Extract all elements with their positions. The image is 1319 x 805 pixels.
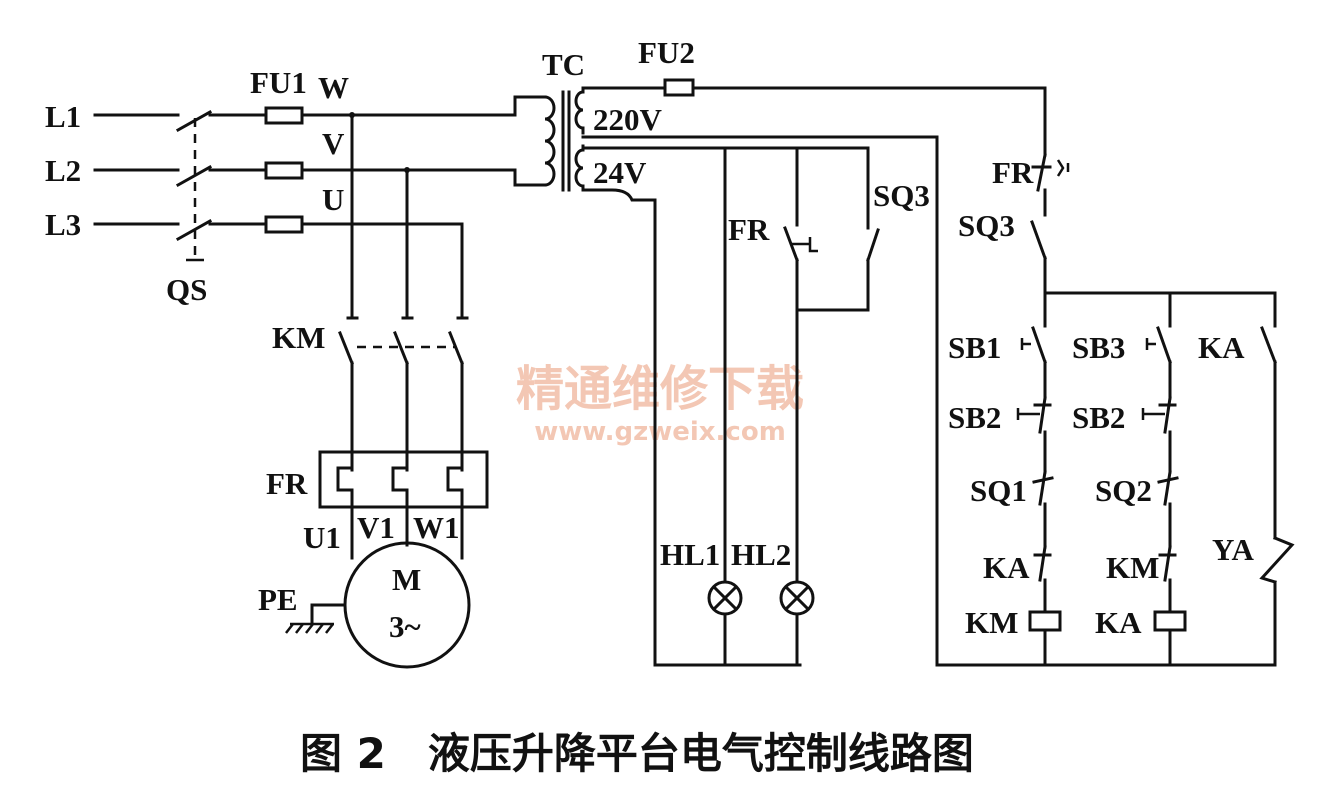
label-sb1: SB1 xyxy=(948,330,1001,365)
label-fu2: FU2 xyxy=(638,35,695,70)
lamp-circuit xyxy=(581,146,880,667)
label-24v: 24V xyxy=(593,155,647,190)
km-main-contacts xyxy=(338,316,469,365)
label-tc: TC xyxy=(542,47,585,82)
label-l1: L1 xyxy=(45,99,81,134)
label-fr-lamp: FR xyxy=(728,212,770,247)
coil-ka xyxy=(1153,610,1187,632)
label-km-main: KM xyxy=(272,320,325,355)
power-circuit xyxy=(93,106,517,669)
labels: L1 L2 L3 QS FU1 W V U TC FU2 220V 24V KM… xyxy=(45,35,1255,644)
label-ka-top: KA xyxy=(1198,330,1245,365)
label-v1: V1 xyxy=(357,510,395,545)
label-sq2: SQ2 xyxy=(1095,473,1152,508)
label-ka-coil: KA xyxy=(1095,605,1142,640)
label-fu1: FU1 xyxy=(250,65,307,100)
label-hl2: HL2 xyxy=(731,537,791,572)
label-l2: L2 xyxy=(45,153,81,188)
figure-caption: 图 2 液压升降平台电气控制线路图 xyxy=(300,729,974,778)
label-sq3-lamp: SQ3 xyxy=(873,178,930,213)
fuse-fu1-w xyxy=(264,106,304,125)
control-circuit xyxy=(1016,153,1295,667)
lamp-hl2 xyxy=(779,580,815,616)
watermark-url: www.gzweix.com xyxy=(534,417,786,447)
label-w1: W1 xyxy=(413,510,460,545)
label-sb2-b: SB2 xyxy=(1072,400,1125,435)
label-ya: YA xyxy=(1212,532,1255,567)
label-220v: 220V xyxy=(593,102,663,137)
transformer-tc xyxy=(513,86,585,192)
label-sb3: SB3 xyxy=(1072,330,1125,365)
label-motor-m: M xyxy=(392,562,421,597)
ground-icon xyxy=(285,603,347,634)
label-u1: U1 xyxy=(303,520,341,555)
watermark-title: 精通维修下载 xyxy=(516,361,804,417)
fuse-fu1-v xyxy=(264,161,304,180)
fr-thermal-relay xyxy=(318,450,489,509)
watermark: 精通维修下载 www.gzweix.com xyxy=(516,361,804,447)
label-ka-contact: KA xyxy=(983,550,1030,585)
label-qs: QS xyxy=(166,272,207,307)
fuse-fu1-u xyxy=(264,215,304,234)
label-fr-main: FR xyxy=(266,466,308,501)
coil-km xyxy=(1028,610,1062,632)
label-fr-ctrl: FR xyxy=(992,155,1034,190)
fuse-fu2 xyxy=(663,78,695,97)
label-motor-phase: 3~ xyxy=(389,609,421,644)
lamp-hl1 xyxy=(707,580,743,616)
label-sq1: SQ1 xyxy=(970,473,1027,508)
label-km-coil: KM xyxy=(965,605,1018,640)
label-u: U xyxy=(322,182,344,217)
label-hl1: HL1 xyxy=(660,537,720,572)
label-km-contact: KM xyxy=(1106,550,1159,585)
label-v: V xyxy=(322,126,345,161)
label-sq3-ctrl: SQ3 xyxy=(958,208,1015,243)
label-l3: L3 xyxy=(45,207,81,242)
label-pe: PE xyxy=(258,582,298,617)
label-sb2-a: SB2 xyxy=(948,400,1001,435)
label-w: W xyxy=(318,70,349,105)
